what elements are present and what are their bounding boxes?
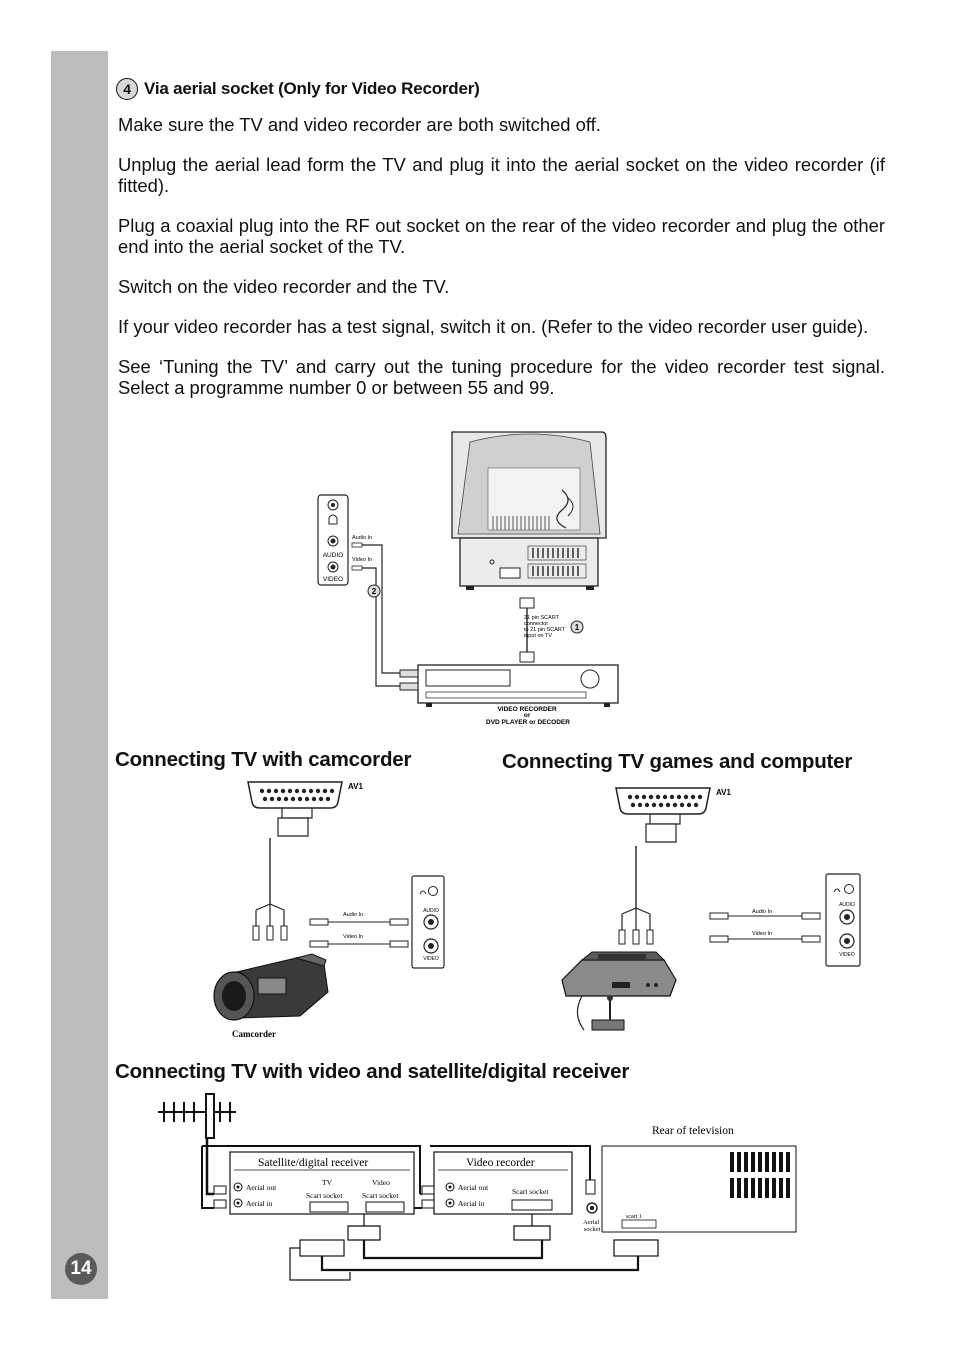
video-in-label: Video In <box>352 557 372 563</box>
paragraph: Switch on the video recorder and the TV. <box>118 276 450 297</box>
paragraph: See ‘Tuning the TV’ and carry out the tu… <box>118 356 885 398</box>
page-number: 14 <box>65 1253 97 1285</box>
audio-label: AUDIO <box>423 908 439 914</box>
camcorder-caption: Camcorder <box>232 1029 276 1039</box>
heading-games: Connecting TV games and computer <box>502 750 853 773</box>
step-number: 4 <box>116 78 138 100</box>
satellite-diagram: Satellite/digital receiver Aerial out Ae… <box>158 1093 797 1281</box>
rear-tv-title: Rear of television <box>652 1125 734 1137</box>
vr-aerial-out: Aerial out <box>458 1183 489 1192</box>
audio-label: AUDIO <box>323 552 344 559</box>
aerial-socket-label: Aerial socket <box>583 1219 601 1233</box>
sat-tv-label: TV <box>322 1178 333 1187</box>
audio-in-label: Audio In <box>343 912 363 918</box>
video-label: VIDEO <box>323 576 343 583</box>
vr-scart-label: Scart socket <box>512 1187 549 1196</box>
step-1-marker: 1 <box>575 623 580 632</box>
paragraph: Make sure the TV and video recorder are … <box>118 114 601 135</box>
av1-label: AV1 <box>716 788 732 797</box>
video-in-label: Video In <box>343 934 363 940</box>
sat-video-label: Video <box>372 1178 390 1187</box>
step-2-marker: 2 <box>372 587 377 596</box>
sat-scart-tv: Scart socket <box>306 1191 343 1200</box>
vcr-connection-diagram: AUDIO VIDEO Audio In Video In 2 21 pin S… <box>317 431 619 726</box>
sat-aerial-in: Aerial in <box>246 1199 273 1208</box>
aerial-icon <box>158 1093 236 1139</box>
audio-in-label: Audio In <box>752 909 772 915</box>
games-diagram: AV1 Audio In Video In AUDIO VIDEO <box>561 787 861 1031</box>
video-label: VIDEO <box>423 956 439 962</box>
paragraph: Plug a coaxial plug into the RF out sock… <box>118 215 885 257</box>
vr-title: Video recorder <box>466 1157 535 1169</box>
section-title: Via aerial socket (Only for Video Record… <box>144 79 480 98</box>
vr-aerial-in: Aerial in <box>458 1199 485 1208</box>
paragraph: If your video recorder has a test signal… <box>118 316 869 337</box>
sat-receiver-title: Satellite/digital receiver <box>258 1157 368 1169</box>
video-in-label: Video In <box>752 931 772 937</box>
scart1-label: scart 1 <box>626 1214 642 1220</box>
section-heading: 4 Via aerial socket (Only for Video Reco… <box>116 78 480 100</box>
heading-satellite: Connecting TV with video and satellite/d… <box>115 1060 630 1083</box>
audio-in-label: Audio In <box>352 535 372 541</box>
sidebar-band <box>51 51 108 1299</box>
sat-aerial-out: Aerial out <box>246 1183 277 1192</box>
camcorder-diagram: AV1 Audio In Video In AUDIO VIDEO Camcor… <box>213 781 445 1039</box>
camcorder-icon <box>213 953 329 1021</box>
video-label: VIDEO <box>839 952 855 958</box>
vcr-label: VIDEO RECORDER or DVD PLAYER or DECODER <box>486 706 570 726</box>
scart-note: 21 pin SCART connector to 21 pin SCART i… <box>524 615 567 639</box>
game-console-icon <box>561 951 677 1031</box>
heading-camcorder: Connecting TV with camcorder <box>115 748 412 771</box>
instructions: Make sure the TV and video recorder are … <box>118 114 885 417</box>
paragraph: Unplug the aerial lead form the TV and p… <box>118 154 885 196</box>
sat-scart-video: Scart socket <box>362 1191 399 1200</box>
audio-label: AUDIO <box>839 902 855 908</box>
av1-label: AV1 <box>348 782 364 791</box>
